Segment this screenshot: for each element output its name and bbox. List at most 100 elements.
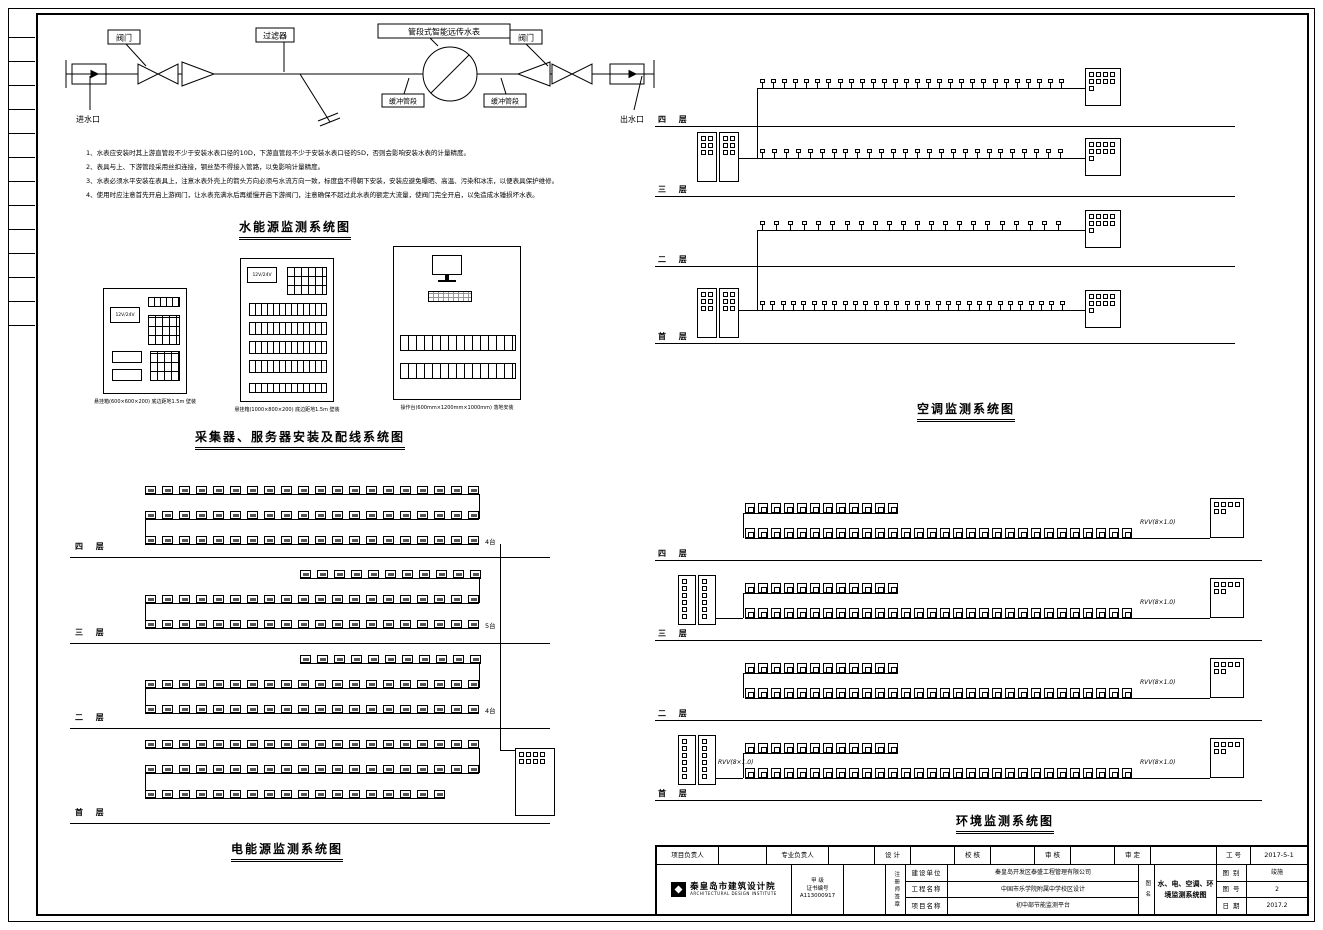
electric-meter [145,536,156,544]
sq [1221,749,1226,754]
sheet-name-label: 图 名 [1139,865,1155,914]
electric-meter [247,740,258,748]
electric-meter [470,655,481,663]
sq [682,774,687,779]
electric-meter [468,595,479,603]
env-sensor [875,583,885,593]
frame-strip-cell [9,158,35,182]
electric-meter [349,765,360,773]
sq [702,774,707,779]
env-sensor [953,688,963,698]
sq [701,143,706,148]
meter-row-bus [145,628,479,629]
sq [1214,502,1219,507]
note-line: 1、水表应安装时其上游直管段不少于安装水表口径的10D，下游直管段不少于安装水表… [86,149,471,157]
cable-type-label: RVV(8×1.0) [718,759,754,766]
floor-label: 三 层 [658,629,692,638]
electric-meter [145,680,156,688]
fan-coil-unit [904,301,910,305]
electric-meter [468,486,479,494]
electric-meter [349,595,360,603]
floor-line [70,643,550,644]
server-rack [400,363,516,379]
water-system-title: 水能源监测系统图 [238,218,352,240]
env-sensor [1057,768,1067,778]
sq [682,586,687,591]
electric-meter [196,705,207,713]
electric-meter [213,790,224,798]
sq [1235,502,1240,507]
electric-meter [281,620,292,628]
env-sensor [1031,528,1041,538]
electric-meter [315,595,326,603]
env-sensor [797,663,807,673]
fcu-stem [1051,305,1053,310]
seal-area [844,865,886,914]
sq [1089,86,1094,91]
electric-meter [213,620,224,628]
electric-meter [332,620,343,628]
sq [1096,221,1101,226]
electric-meter [332,705,343,713]
line [125,43,147,67]
electric-meter [247,680,258,688]
env-sensor [1109,768,1119,778]
env-sensor [1018,608,1028,618]
electric-system-title: 电能源监测系统图 [230,840,344,862]
info-row: 工程名称 中国市乐学院附属中学校区设计 [906,881,1138,899]
fan-coil-unit [903,149,909,153]
meta-value: 竣施 [1270,868,1283,876]
env-sensor [966,528,976,538]
env-sensor [966,608,976,618]
fcu-stem [1060,153,1062,158]
env-sensor [875,503,885,513]
sq [1228,742,1233,747]
electric-meter [383,486,394,494]
env-sensor [745,688,755,698]
electric-meter [179,790,190,798]
electric-meter [334,655,345,663]
electric-meter [298,486,309,494]
electric-meter [179,620,190,628]
fan-coil-unit [1049,301,1055,305]
fcu-stem [937,305,939,310]
monitor-icon [432,255,462,275]
fan-coil-unit [867,149,873,153]
fan-coil-unit [1041,221,1047,225]
fcu-stem [917,225,918,230]
electric-meter [332,511,343,519]
floor-line [655,126,1235,127]
electric-meter [162,511,173,519]
electric-meter [281,740,292,748]
electric-meter [434,680,445,688]
env-sensor [940,608,950,618]
fan-coil-unit [1036,79,1042,83]
institute-name: 秦皇岛市建筑设计院 ARCHITECTURAL DESIGN INSTITUTE [690,883,777,897]
electric-meter [434,536,445,544]
env-sensor [862,528,872,538]
electric-meter [385,655,396,663]
electric-meter [366,740,377,748]
meter-row-bus [145,688,479,689]
fan-coil-unit [999,221,1005,225]
connector-line [1132,778,1210,779]
electric-meter [400,740,411,748]
sq [702,614,707,619]
env-sensor [745,743,755,753]
env-sensor [1031,608,1041,618]
connector-line [1132,618,1210,619]
fan-coil-unit [915,301,920,305]
env-sensor [992,608,1002,618]
fcu-stem [869,153,871,158]
fan-coil-unit [782,79,788,83]
env-sensor [888,608,898,618]
fcu-stem [1005,83,1007,88]
design-institute-logo: 秦皇岛市建筑设计院 ARCHITECTURAL DESIGN INSTITUTE [657,865,792,914]
electric-meter [451,486,462,494]
row-connector [743,753,745,754]
valve-symbol-right [551,63,574,85]
sq [730,299,735,304]
fan-coil-unit [863,301,869,305]
fcu-stem [958,305,960,310]
electric-meter [451,536,462,544]
